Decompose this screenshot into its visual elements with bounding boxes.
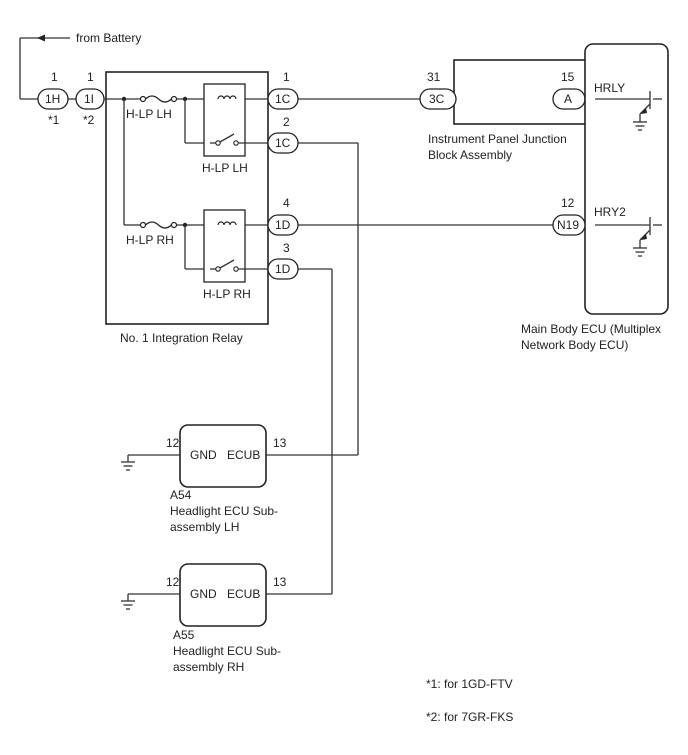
diagram-label: 1 [283, 70, 290, 84]
diagram-label: A [564, 92, 572, 106]
fuse-h-lp-rh: H-LP RH [126, 221, 178, 247]
note-2-mark: *2 [83, 113, 95, 127]
relay-coil-icon [217, 221, 237, 226]
diagram-label: 15 [561, 70, 575, 84]
diagram-label: 13 [273, 575, 287, 589]
diagram-label: A55 [173, 628, 195, 642]
transistor-icon [595, 217, 662, 248]
integration-relay-label: No. 1 Integration Relay [120, 331, 243, 345]
diagram-label: HRLY [594, 81, 625, 95]
diagram-label: GND [190, 448, 217, 462]
diagram-label: Instrument Panel Junction [428, 132, 567, 146]
diagram-label: 1D [275, 262, 291, 276]
connector-1c-pin1: 1 1C [267, 70, 299, 110]
note-1-mark: *1 [48, 113, 60, 127]
headlight-ecu-lh: GND ECUB 12 13 A54 Headlight ECU Sub- as… [166, 424, 287, 534]
diagram-label: 1C [275, 136, 291, 150]
from-battery-label: from Battery [76, 31, 141, 45]
diagram-label: 31 [427, 70, 441, 84]
diagram-label: 2 [283, 115, 290, 129]
diagram-label: H-LP RH [203, 287, 251, 301]
fuse-h-lp-lh: H-LP LH [126, 95, 178, 121]
headlight-ecu-rh: GND ECUB 12 13 A55 Headlight ECU Sub- as… [166, 563, 287, 674]
diagram-label: Block Assembly [428, 148, 512, 162]
diagram-label: H-LP LH [126, 107, 172, 121]
instrument-panel-junction-block: 31 3C 15 A Instrument Panel Junction Blo… [419, 59, 587, 162]
diagram-label: 1D [275, 218, 291, 232]
relay-switch-icon [219, 133, 235, 143]
battery-feed: from Battery [19, 31, 141, 100]
diagram-label: 1 [87, 70, 94, 84]
diagram-label: 1 [51, 70, 58, 84]
connector-1h: 1 1H *1 [37, 70, 69, 127]
diagram-label: 3C [429, 92, 445, 106]
connector-1d-pin3: 3 1D [267, 241, 299, 280]
diagram-label: assembly LH [170, 520, 239, 534]
diagram-label: Headlight ECU Sub- [170, 504, 278, 518]
diagram-label: H-LP LH [202, 161, 248, 175]
relay-h-lp-lh: H-LP LH [202, 83, 248, 175]
diagram-label: 1C [275, 92, 291, 106]
diagram-label: 12 [166, 436, 180, 450]
diagram-label: ECUB [227, 587, 260, 601]
diagram-label: H-LP RH [126, 233, 174, 247]
diagram-label: 12 [166, 575, 180, 589]
diagram-label: assembly RH [173, 660, 244, 674]
diagram-label: 3 [283, 241, 290, 255]
diagram-label: ECUB [227, 448, 260, 462]
ground-icon [121, 594, 135, 610]
diagram-label: Main Body ECU (Multiplex [521, 322, 661, 336]
footnote-2: *2: for 7GR-FKS [426, 710, 513, 724]
diagram-label: A54 [170, 488, 192, 502]
diagram-label: GND [190, 587, 217, 601]
connector-1i: 1 1I *2 [75, 70, 105, 127]
arrow-left-icon [37, 34, 45, 42]
diagram-label: 4 [283, 196, 290, 210]
diagram-label: 1I [84, 92, 94, 106]
relay-coil-icon [217, 95, 237, 100]
footnote-1: *1: for 1GD-FTV [426, 677, 513, 691]
relay-switch-icon [219, 259, 235, 269]
diagram-label: Network Body ECU) [521, 338, 628, 352]
connector-1c-pin2: 2 1C [267, 115, 299, 154]
main-body-ecu: HRLY 12 N19 HRY2 Main Body ECU (Multiple… [521, 43, 669, 352]
ground-icon [121, 455, 135, 471]
ground-icon [633, 247, 647, 257]
diagram-label: HRY2 [594, 205, 626, 219]
relay-h-lp-rh: H-LP RH [203, 209, 251, 301]
transistor-icon [595, 91, 662, 122]
ground-icon [633, 121, 647, 131]
diagram-label: 1H [45, 92, 60, 106]
diagram-label: 13 [273, 436, 287, 450]
diagram-label: Headlight ECU Sub- [173, 644, 281, 658]
diagram-label: N19 [557, 218, 579, 232]
connector-1d-pin4: 4 1D [267, 196, 299, 236]
diagram-label: 12 [561, 196, 575, 210]
